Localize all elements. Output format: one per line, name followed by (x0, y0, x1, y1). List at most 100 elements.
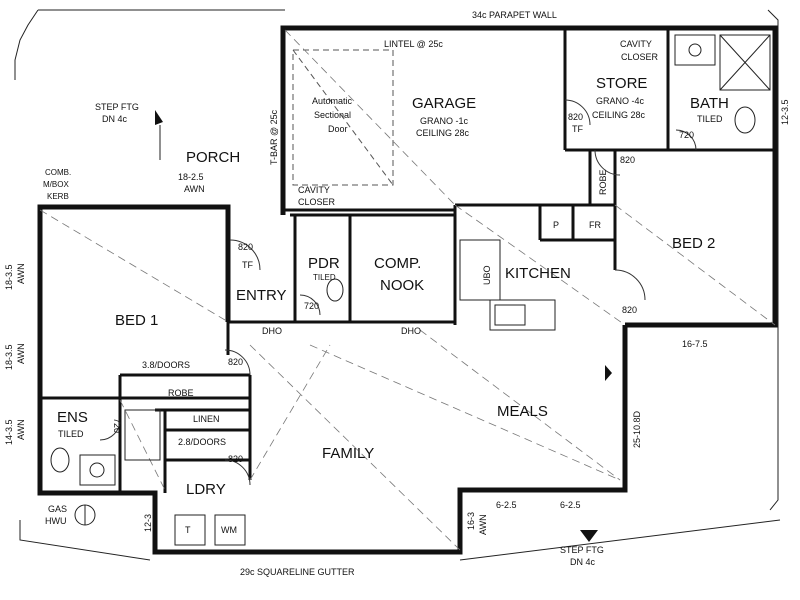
room-label-robe-bed1: ROBE (168, 388, 194, 398)
note-window-bed1: 18-3.5 (4, 344, 14, 370)
door-swings (99, 99, 697, 486)
room-label-bed1: BED 1 (115, 312, 158, 329)
note-window-meals: 25-10.8D (632, 410, 642, 448)
note-step-ftg: STEP FTG (560, 545, 604, 555)
room-label-wm: WM (221, 525, 237, 535)
room-label-trough: T (185, 525, 191, 535)
step-arrow-icon (580, 530, 598, 542)
room-label-store: STORE (596, 75, 647, 92)
note-window-ldry: 12-3 (143, 514, 153, 532)
pdr-toilet (326, 278, 344, 302)
ens-shower (124, 409, 161, 461)
note-window-ens: 14-3.5 (4, 419, 14, 445)
note-window-bed2: 16-7.5 (682, 339, 708, 349)
door-size-label: 820 (620, 155, 635, 165)
note-window-bed1: 18-3.5 (4, 264, 14, 290)
note-window-meals-bottom: 6-2.5 (496, 500, 517, 510)
ens-vanity (79, 454, 116, 486)
garage-door-outline (292, 49, 394, 186)
room-label-bath: BATH (690, 95, 729, 112)
bath-toilet (734, 106, 756, 134)
direction-arrow-icon (605, 365, 612, 381)
internal-walls (40, 28, 775, 493)
door-size-label: TF (572, 124, 583, 134)
room-label-ens: ENS (57, 409, 88, 426)
room-label-garage: GARAGE (412, 95, 476, 112)
room-label-porch: PORCH (186, 149, 240, 166)
room-note-store-ceiling: CEILING 28c (592, 110, 646, 120)
note-window-meals-bottom: 6-2.5 (560, 500, 581, 510)
step-arrow-icon (155, 110, 163, 125)
room-note-store-finish: GRANO -4c (596, 96, 645, 106)
room-note-bath-finish: TILED (697, 114, 723, 124)
door-size-label: TF (242, 260, 253, 270)
note-cavity-closer: CLOSER (298, 197, 336, 207)
door-size-label: 820 (228, 357, 243, 367)
note-awn-porch: 18-2.5 (178, 172, 204, 182)
bath-vanity (674, 34, 716, 66)
bath-shower (719, 34, 771, 91)
note-gutter: 29c SQUARELINE GUTTER (240, 567, 355, 577)
garage-door-label: Automatic (312, 96, 353, 106)
room-label-fridge: FR (589, 220, 601, 230)
note-window-bath: 12-3.5 (780, 99, 790, 125)
door-size-label: 720 (304, 301, 319, 311)
fixtures (50, 34, 771, 546)
ldry-trough (174, 514, 206, 546)
note-parapet: 34c PARAPET WALL (472, 10, 557, 20)
note-lintel: LINTEL @ 25c (384, 39, 443, 49)
ldry-wm (214, 514, 246, 546)
room-label-pantry: P (553, 220, 559, 230)
note-comb-box: M/BOX (43, 180, 69, 189)
room-note-garage-ceiling: CEILING 28c (416, 128, 470, 138)
note-comb-box: COMB. (45, 168, 71, 177)
room-label-bed2: BED 2 (672, 235, 715, 252)
room-label-pdr: PDR (308, 255, 340, 272)
note-cavity-closer: CLOSER (621, 52, 659, 62)
note-window-bed1: AWN (16, 343, 26, 364)
note-window-family: AWN (478, 514, 488, 535)
note-window-ens: AWN (16, 419, 26, 440)
room-label-ldry: LDRY (186, 481, 226, 498)
dho-label: DHO (262, 326, 282, 336)
note-cavity-closer: CAVITY (298, 185, 330, 195)
room-diagonals (39, 29, 776, 551)
kitchen-bench (459, 239, 501, 301)
kitchen-island (489, 299, 556, 331)
note-comb-box: KERB (47, 192, 69, 201)
room-note-garage-finish: GRANO -1c (420, 116, 469, 126)
note-cavity-closer: CAVITY (620, 39, 652, 49)
site-boundary (14, 9, 781, 561)
dho-label: DHO (401, 326, 421, 336)
note-step-ftg: DN 4c (102, 114, 128, 124)
room-note-pdr-finish: TILED (313, 273, 336, 282)
room-label-kitchen: KITCHEN (505, 265, 571, 282)
note-step-ftg: STEP FTG (95, 102, 139, 112)
room-note-ens-finish: TILED (58, 429, 84, 439)
room-label-nook: NOOK (380, 277, 424, 294)
door-size-label: 820 (622, 305, 637, 315)
note-gas-hwu: GAS (48, 504, 67, 514)
door-size-label: 720 (679, 130, 694, 140)
room-label-linen: LINEN (193, 414, 220, 424)
robe-doors-label: 3.8/DOORS (142, 360, 190, 370)
room-label-comp: COMP. (374, 255, 421, 272)
note-window-family: 16-3 (466, 512, 476, 530)
room-label-ubo: UBO (482, 265, 492, 285)
note-window-bed1: AWN (16, 263, 26, 284)
room-label-robe-bed2: ROBE (598, 169, 608, 195)
garage-door-label: Door (328, 124, 348, 134)
door-size-label: 820 (228, 454, 243, 464)
external-walls (37, 25, 778, 555)
note-awn-porch: AWN (184, 184, 205, 194)
note-gas-hwu: HWU (45, 516, 67, 526)
garage-door-label: Sectional (314, 110, 351, 120)
room-label-entry: ENTRY (236, 287, 287, 304)
note-tbar: T-BAR @ 25c (269, 109, 279, 165)
linen-doors-label: 2.8/DOORS (178, 437, 226, 447)
ens-toilet (50, 447, 70, 473)
room-label-meals: MEALS (497, 403, 548, 420)
door-size-label: 720 (112, 418, 122, 433)
door-size-label: 820 (238, 242, 253, 252)
